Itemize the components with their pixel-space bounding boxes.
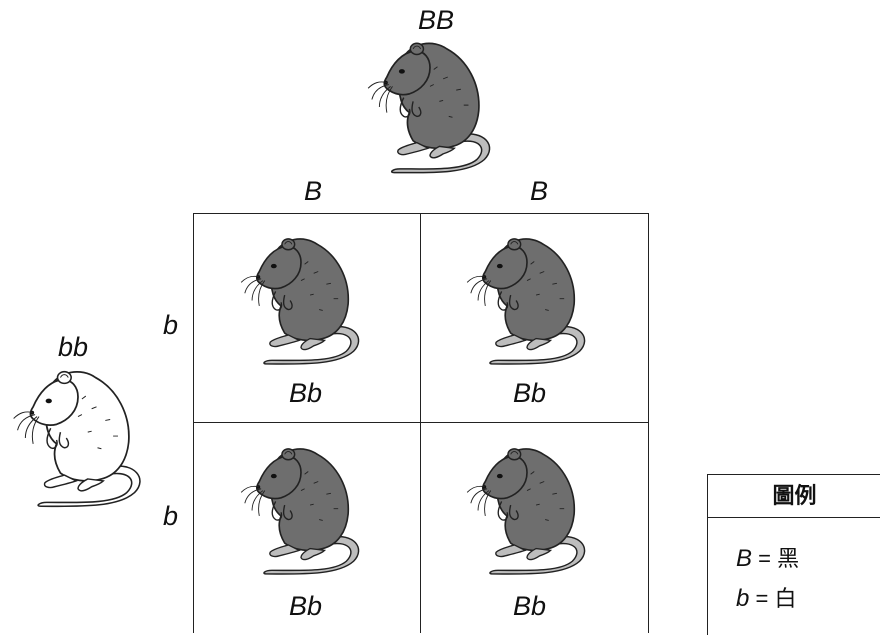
punnett-square [193, 213, 649, 634]
black-mouse-parent [367, 42, 491, 174]
legend-key-b: b [736, 585, 750, 612]
legend-row-white: b = 白 [736, 581, 796, 613]
legend-row-black: B = 黑 [736, 541, 799, 573]
grid-line-right [648, 213, 649, 633]
legend-key-B: B [736, 545, 753, 572]
column-label-1: B [304, 176, 323, 206]
offspring-mouse-4 [466, 448, 586, 575]
offspring-mouse-1 [240, 238, 360, 365]
grid-line-left [193, 213, 194, 633]
legend-equals-1: = [758, 546, 771, 571]
grid-line-middle [420, 213, 421, 633]
offspring-mouse-2 [466, 238, 586, 365]
legend-value-white: 白 [774, 586, 797, 611]
offspring-genotype-2: Bb [513, 378, 547, 408]
parent-left-genotype: bb [58, 332, 89, 362]
offspring-genotype-4: Bb [513, 591, 547, 621]
legend-equals-2: = [755, 586, 769, 611]
parent-top-genotype: BB [418, 5, 455, 35]
row-label-1: b [163, 310, 179, 340]
legend-title: 圖例 [708, 475, 880, 518]
offspring-genotype-3: Bb [289, 591, 323, 621]
legend-value-black: 黑 [777, 546, 800, 571]
legend-box: 圖例 B = 黑 b = 白 [707, 474, 880, 635]
row-label-2: b [163, 501, 179, 531]
offspring-mouse-3 [240, 448, 360, 575]
grid-line-center [193, 422, 649, 423]
column-label-2: B [530, 176, 549, 206]
white-mouse-parent [13, 370, 141, 508]
offspring-genotype-1: Bb [289, 378, 323, 408]
